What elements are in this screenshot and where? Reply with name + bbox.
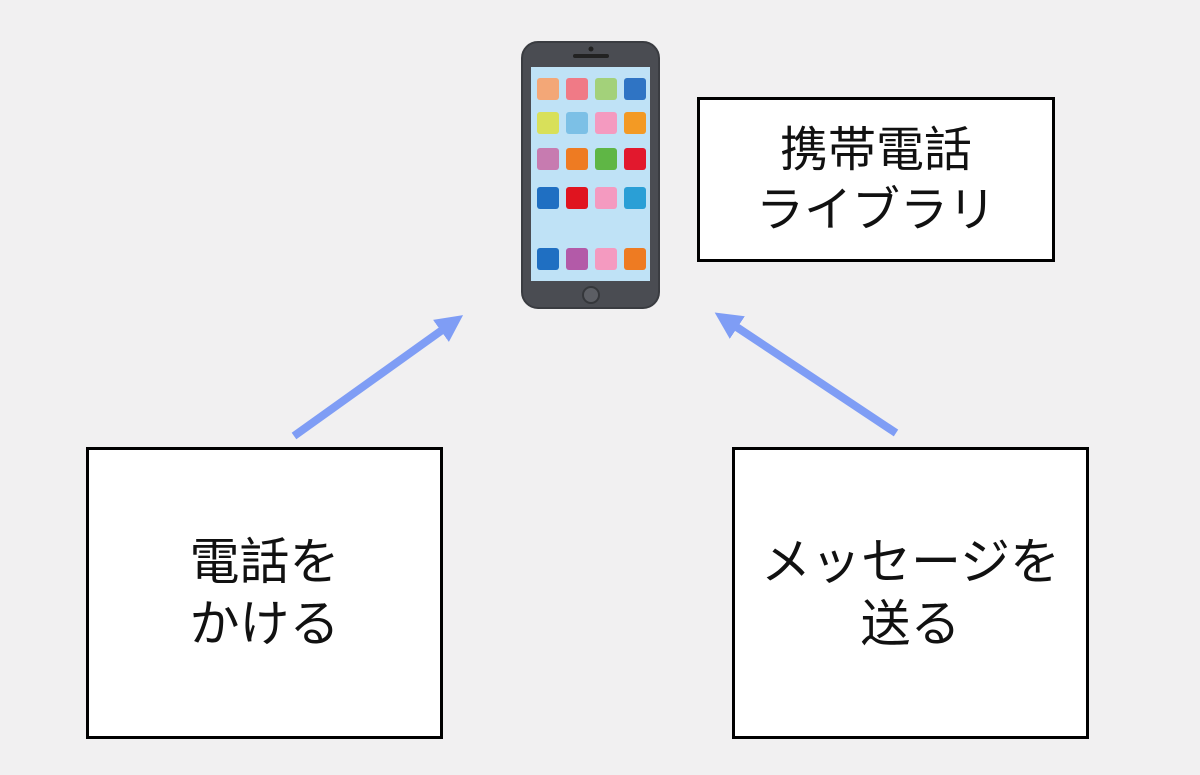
library-box-line2: ライブラリ [755,181,996,238]
app-tile-icon [624,112,646,134]
phone-speaker [573,54,609,58]
phone-home-button [582,286,600,304]
app-tile-icon [595,112,617,134]
app-tile-icon [537,248,559,270]
call-box: 電話を かける [86,447,443,739]
arrow-call-to-phone [291,315,464,440]
app-tile-icon [595,248,617,270]
app-tile-icon [566,248,588,270]
app-tile-icon [624,78,646,100]
app-tile-icon [624,248,646,270]
app-tile-icon [566,148,588,170]
arrow-message-to-phone [714,312,899,437]
phone-front-camera [588,46,594,52]
library-box-line1: 携帯電話 [779,121,972,178]
message-box-line2: 送る [860,595,961,653]
app-tile-icon [595,187,617,209]
phone-screen [531,67,650,281]
app-tile-icon [595,78,617,100]
message-box-line1: メッセージを [761,532,1060,591]
app-tile-icon [537,148,559,170]
app-tile-icon [537,78,559,100]
smartphone-icon [521,41,660,309]
app-tile-icon [566,187,588,209]
app-tile-icon [624,148,646,170]
app-tile-icon [537,187,559,209]
app-tile-icon [566,78,588,100]
call-box-line1: 電話を [189,532,340,591]
app-tile-icon [566,112,588,134]
library-box: 携帯電話 ライブラリ [697,97,1055,262]
call-box-line2: かける [189,595,340,653]
app-grid [537,78,646,270]
message-box: メッセージを 送る [732,447,1089,739]
app-tile-icon [624,187,646,209]
phone-bezel-highlight [521,41,660,309]
app-tile-icon [595,148,617,170]
app-tile-icon [537,112,559,134]
